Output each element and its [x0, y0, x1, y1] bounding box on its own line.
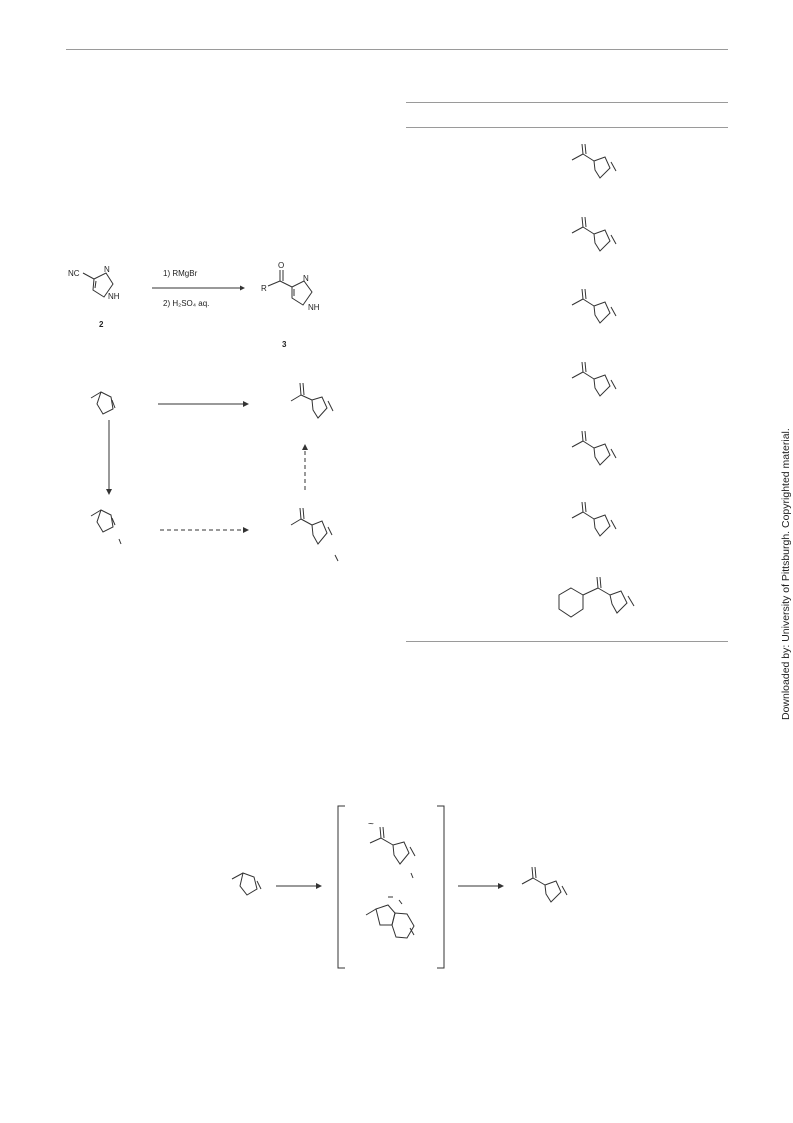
- product-o-label: O: [278, 261, 284, 270]
- product-nh-label: NH: [308, 303, 320, 312]
- reactant-nh-label: NH: [108, 292, 120, 301]
- product-number: 3: [282, 340, 287, 349]
- route-target-structure: [290, 382, 334, 419]
- table-bottom-rule: [406, 641, 728, 642]
- product-r-label: R: [261, 284, 267, 293]
- table-structure-row-5: [571, 430, 617, 466]
- table-structure-row-7-cyclohexyl: [558, 576, 635, 618]
- table-structure-row-3: [571, 288, 617, 324]
- table-structure-row-4: [571, 361, 617, 397]
- reagent-step-2: 2) H₂SO₄ aq.: [163, 299, 209, 308]
- reactant-imidazole: [82, 272, 114, 298]
- right-bracket: [437, 805, 445, 969]
- product-ketone: [267, 270, 313, 306]
- left-bracket: [337, 805, 345, 969]
- table-structure-row-2: [571, 216, 617, 252]
- intermediate-mark: ~: [368, 819, 374, 830]
- route-protected-start-structure: [90, 509, 122, 545]
- intermediate-1-structure: [369, 826, 416, 879]
- header-rule: [66, 49, 728, 50]
- reaction-arrowhead: [240, 285, 245, 291]
- intermediate-2-structure: [365, 896, 415, 939]
- watermark-text: Downloaded by: University of Pittsburgh.…: [780, 428, 792, 720]
- scheme3-start-structure: [231, 872, 262, 896]
- table-structure-row-1: [571, 143, 617, 179]
- reactant-n-label: N: [104, 265, 110, 274]
- table-header-rule: [406, 127, 728, 128]
- reactant-group-label: NC: [68, 269, 80, 278]
- route-protected-target-structure: [290, 507, 339, 562]
- route-start-structure: [90, 391, 116, 415]
- reactant-number: 2: [99, 320, 104, 329]
- product-n-label: N: [303, 274, 309, 283]
- reagent-step-1: 1) RMgBr: [163, 269, 198, 278]
- scheme3-product-structure: [521, 866, 568, 903]
- table-structure-row-6: [571, 501, 617, 537]
- table-top-rule: [406, 102, 728, 103]
